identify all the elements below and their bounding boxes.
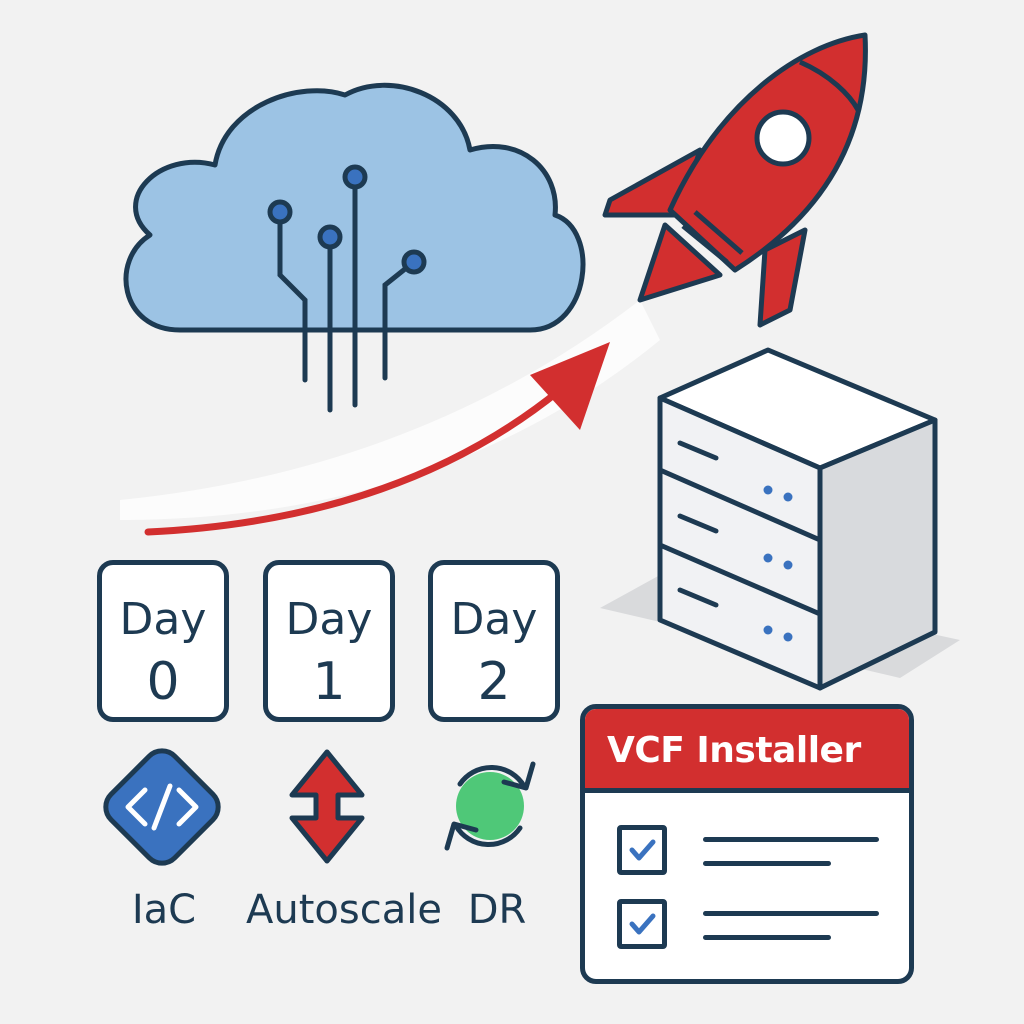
day-card-0: Day 0 xyxy=(97,560,229,722)
caption-dr: DR xyxy=(467,887,527,933)
installer-panel: VCF Installer xyxy=(580,704,914,984)
checklist-item xyxy=(617,825,887,877)
server-icon xyxy=(657,347,938,691)
checkbox-icon[interactable] xyxy=(617,825,667,875)
checklist-line xyxy=(703,861,831,866)
day-label: Day xyxy=(119,594,207,645)
checklist-item xyxy=(617,899,887,951)
day-label: Day xyxy=(285,594,373,645)
installer-title: VCF Installer xyxy=(585,709,909,793)
day-number: 1 xyxy=(312,652,346,712)
day-number: 2 xyxy=(477,652,511,712)
rocket-icon xyxy=(602,32,868,328)
day-label: Day xyxy=(450,594,538,645)
day-card-2: Day 2 xyxy=(428,560,560,722)
checkbox-icon[interactable] xyxy=(617,899,667,949)
caption-autoscale: Autoscale xyxy=(246,887,442,933)
trajectory-arrow xyxy=(144,342,610,536)
exhaust-trail xyxy=(120,300,660,520)
refresh-icon xyxy=(444,761,536,851)
cloud-icon xyxy=(123,82,586,413)
day-card-1: Day 1 xyxy=(263,560,395,722)
vertical-arrows-icon xyxy=(289,749,365,864)
checklist-line xyxy=(703,935,831,940)
code-icon xyxy=(103,748,221,866)
checkmark-icon xyxy=(629,913,656,935)
checklist-line xyxy=(703,837,879,842)
day-number: 0 xyxy=(146,652,180,712)
caption-iac: IaC xyxy=(131,887,197,933)
checklist-line xyxy=(703,911,879,916)
checkmark-icon xyxy=(629,839,656,861)
